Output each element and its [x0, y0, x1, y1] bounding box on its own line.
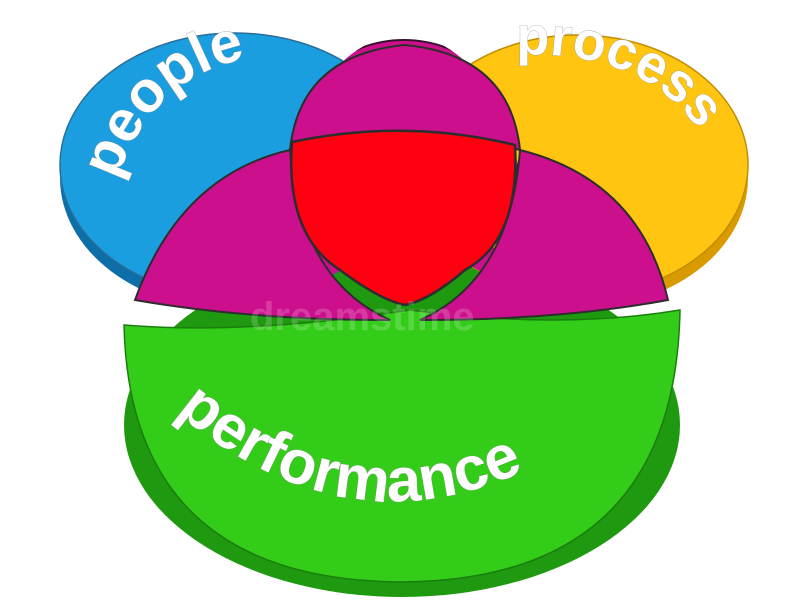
watermark: dreamstime: [250, 295, 475, 339]
center-overlap: [290, 129, 517, 307]
overlap-outline-right: [419, 148, 670, 321]
overlap-outline-left: [133, 148, 391, 321]
